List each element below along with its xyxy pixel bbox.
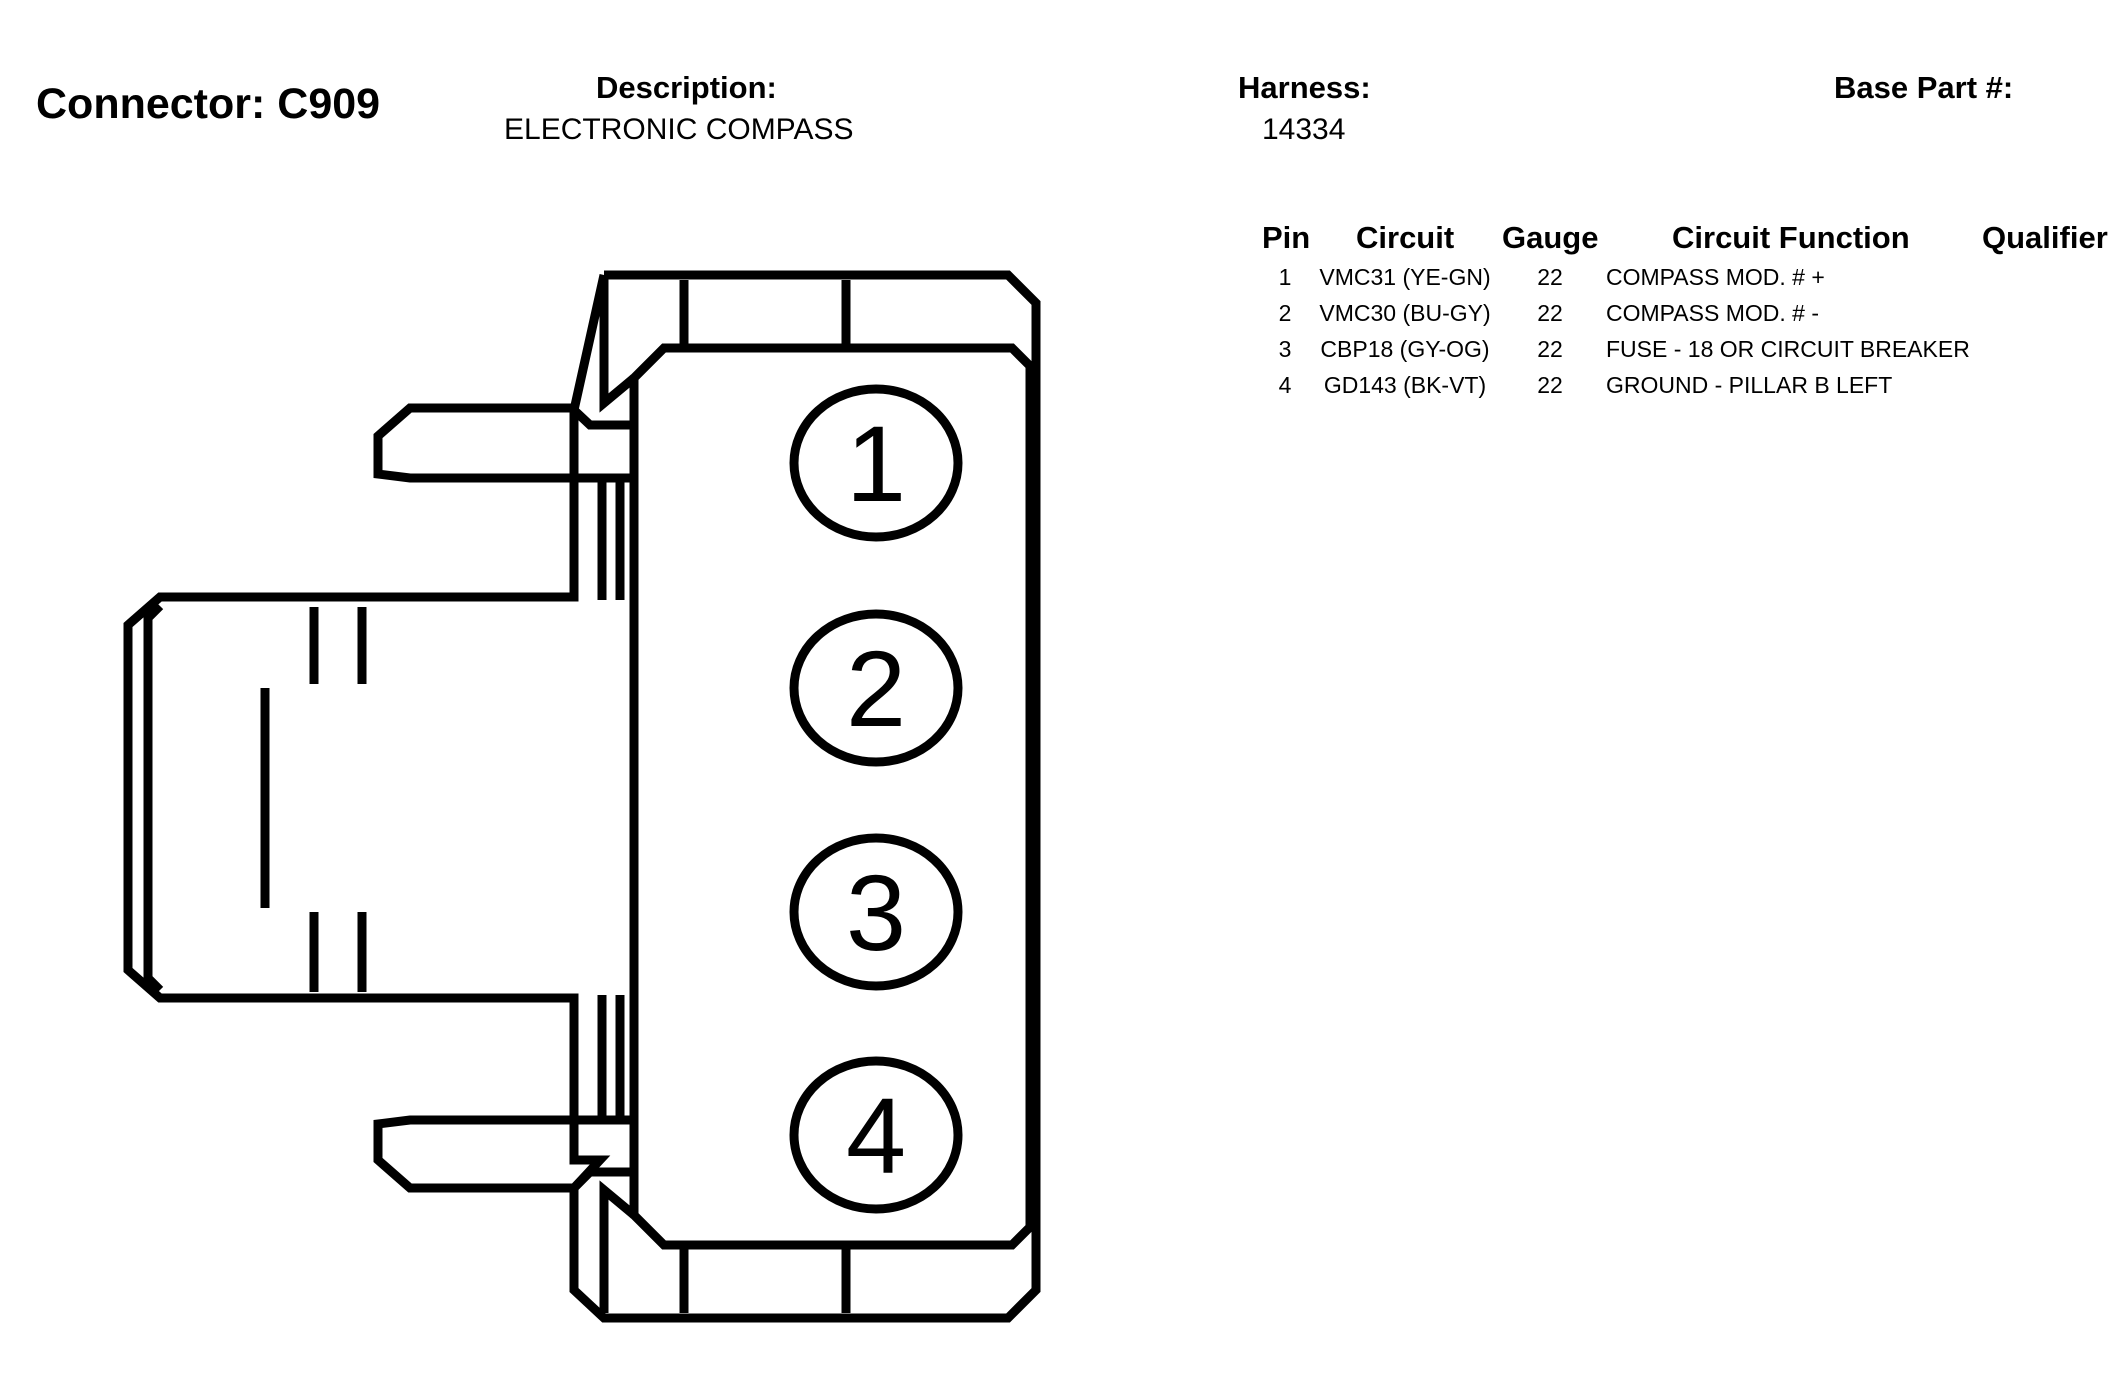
table-row: 1 VMC31 (YE-GN) 22 COMPASS MOD. # + <box>0 264 2122 300</box>
pin-number: 3 <box>1278 336 1292 362</box>
pin-label-4: 4 <box>846 1075 906 1196</box>
pin-number: 1 <box>1278 264 1292 290</box>
lower-latch-tab <box>373 1115 634 1193</box>
lower-latch-chamfer <box>570 1167 634 1192</box>
pin-label-3: 3 <box>846 852 906 973</box>
wire-gauge: 22 <box>1537 264 1563 290</box>
pin-cavity-2 <box>789 609 963 767</box>
table-row: 2 VMC30 (BU-GY) 22 COMPASS MOD. # - <box>0 300 2122 336</box>
connector-housing-inner <box>629 343 1035 1250</box>
header-qualifier: Qualifier <box>1982 220 2108 255</box>
pin-cavity-4 <box>789 1056 963 1214</box>
wire-gauge: 22 <box>1537 372 1563 398</box>
pin-number: 4 <box>1278 372 1292 398</box>
base-part-label: Base Part #: <box>1834 70 2014 105</box>
circuit-code: VMC30 (BU-GY) <box>1319 300 1491 326</box>
header-circuit: Circuit <box>1356 220 1455 255</box>
upper-latch-chamfer <box>570 406 634 430</box>
circuit-code: GD143 (BK-VT) <box>1323 372 1487 398</box>
circuit-code: VMC31 (YE-GN) <box>1319 264 1491 290</box>
description-value: ELECTRONIC COMPASS <box>504 113 854 146</box>
connector-title: Connector: C909 <box>36 80 381 128</box>
circuit-function: COMPASS MOD. # + <box>1606 264 1825 290</box>
harness-value: 14334 <box>1262 113 1346 146</box>
upper-latch-tab <box>373 403 634 483</box>
header-gauge: Gauge <box>1502 220 1599 255</box>
harness-label: Harness: <box>1238 70 1371 105</box>
wire-gauge: 22 <box>1537 300 1563 326</box>
table-row: 4 GD143 (BK-VT) 22 GROUND - PILLAR B LEF… <box>0 372 2122 408</box>
pin-label-2: 2 <box>846 628 906 749</box>
pin-number: 2 <box>1278 300 1292 326</box>
header-pin: Pin <box>1262 220 1311 255</box>
circuit-function: FUSE - 18 OR CIRCUIT BREAKER <box>1606 336 1970 362</box>
circuit-function: COMPASS MOD. # - <box>1606 300 1819 326</box>
header-circuit-function: Circuit Function <box>1672 220 1910 255</box>
bottom-rim <box>599 1180 637 1313</box>
table-row: 3 CBP18 (GY-OG) 22 FUSE - 18 OR CIRCUIT … <box>0 336 2122 372</box>
pin-cavity-1 <box>789 384 963 542</box>
circuit-code: CBP18 (GY-OG) <box>1320 336 1490 362</box>
circuit-function: GROUND - PILLAR B LEFT <box>1606 372 1893 398</box>
top-rim <box>599 278 637 413</box>
pin-cavity-3 <box>789 833 963 991</box>
pin-label-1: 1 <box>846 403 906 524</box>
description-label: Description: <box>596 70 777 105</box>
wire-gauge: 22 <box>1537 336 1563 362</box>
